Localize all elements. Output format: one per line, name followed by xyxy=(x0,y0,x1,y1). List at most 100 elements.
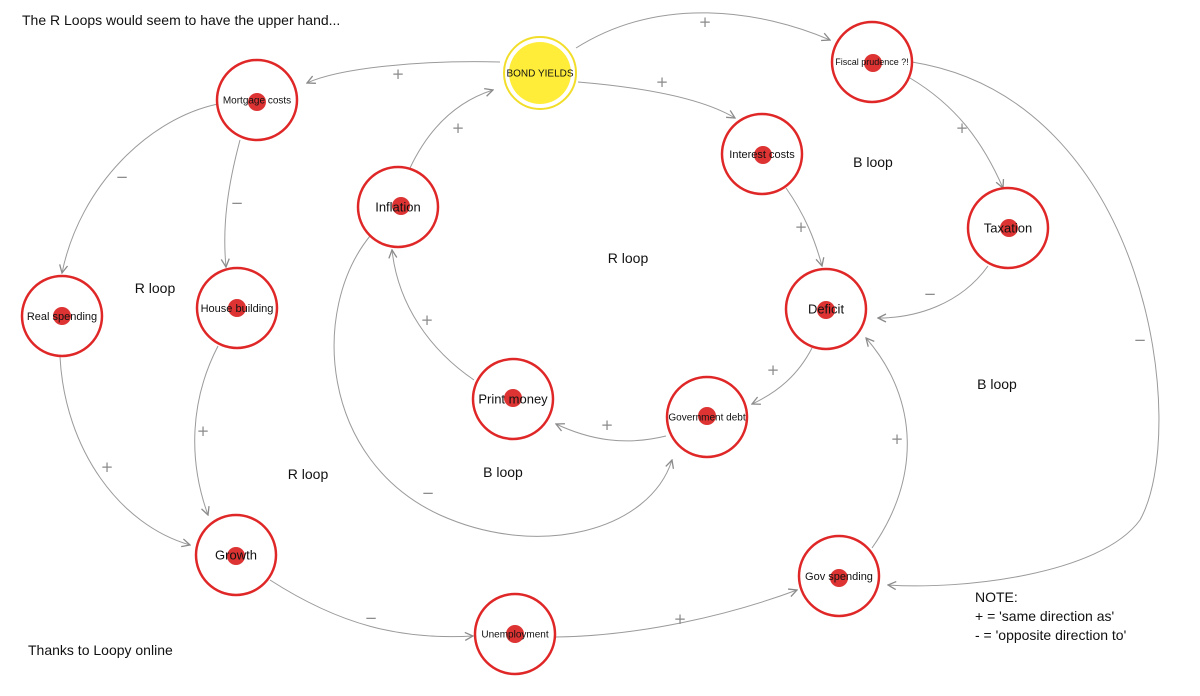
edge-unemp-to-gov: + xyxy=(555,590,797,638)
node-label: Growth xyxy=(215,548,257,563)
node-dot xyxy=(227,547,245,565)
note-minus-line: - = 'opposite direction to' xyxy=(975,627,1127,643)
edge-growth-to-unemp: − xyxy=(269,579,473,637)
node-gov[interactable]: Gov spending xyxy=(797,534,881,618)
loop-label-bottom: B loop xyxy=(483,464,523,480)
edge-sign: + xyxy=(891,430,904,448)
edge-mortgage-to-house: − xyxy=(225,139,244,267)
edge-line xyxy=(307,61,501,83)
node-deficit[interactable]: Deficit xyxy=(784,267,868,351)
node-inflation[interactable]: Inflation xyxy=(356,165,440,249)
edge-sign: + xyxy=(421,311,434,329)
node-bond[interactable]: BOND YIELDS xyxy=(503,36,577,110)
edge-line xyxy=(577,81,735,118)
node-dot xyxy=(392,197,410,215)
node-fiscal[interactable]: Fiscal prudence ?! xyxy=(830,20,914,104)
edge-sign: + xyxy=(795,218,808,236)
node-label: Print money xyxy=(478,392,548,407)
node-real[interactable]: Real spending xyxy=(20,274,104,358)
node-label: Interest costs xyxy=(729,149,795,161)
node-label: BOND YIELDS xyxy=(506,69,573,80)
edge-sign: − xyxy=(422,484,435,502)
node-unemp[interactable]: Unemployment xyxy=(473,592,557,676)
node-label: Real spending xyxy=(27,311,97,323)
node-interest[interactable]: Interest costs xyxy=(720,112,804,196)
loop-label-center: R loop xyxy=(608,250,649,266)
node-label: Unemployment xyxy=(481,630,548,641)
edge-line xyxy=(225,139,241,267)
edge-deficit-to-debt: + xyxy=(752,347,813,404)
note-heading: NOTE: xyxy=(975,589,1018,605)
edge-sign: − xyxy=(231,194,244,212)
edge-mortgage-to-real: − xyxy=(62,103,219,273)
node-debt[interactable]: Government debt xyxy=(665,375,749,459)
node-dot xyxy=(817,301,835,319)
edge-line xyxy=(575,12,830,49)
edge-sign: + xyxy=(601,416,614,434)
edge-bond-to-mortgage: + xyxy=(307,61,501,83)
node-fill xyxy=(509,42,571,104)
page-title: The R Loops would seem to have the upper… xyxy=(22,12,341,28)
edge-line xyxy=(555,590,797,638)
credit-text: Thanks to Loopy online xyxy=(28,642,173,658)
node-label: Fiscal prudence ?! xyxy=(835,57,909,67)
edge-interest-to-deficit: + xyxy=(785,187,822,266)
edge-line xyxy=(62,103,219,273)
edge-line xyxy=(59,356,190,545)
edge-real-to-growth: + xyxy=(59,356,190,545)
edge-sign: + xyxy=(656,73,669,91)
node-print[interactable]: Print money xyxy=(471,357,555,441)
node-label: Gov spending xyxy=(805,571,873,583)
node-taxation[interactable]: Taxation xyxy=(966,186,1050,270)
edge-sign: + xyxy=(452,119,465,137)
node-dot xyxy=(228,299,246,317)
edge-sign: + xyxy=(699,13,712,31)
edge-line xyxy=(785,187,822,266)
edge-gov-to-deficit: + xyxy=(866,338,908,549)
node-label: Taxation xyxy=(984,221,1032,236)
legend-note: NOTE: + = 'same direction as' - = 'oppos… xyxy=(975,588,1126,645)
edge-inflation-to-bond: + xyxy=(409,90,493,169)
edge-line xyxy=(269,579,473,637)
node-dot xyxy=(506,625,524,643)
edge-line xyxy=(409,90,493,169)
node-dot xyxy=(1000,219,1018,237)
edge-debt-to-print: + xyxy=(556,416,667,442)
edge-line xyxy=(878,265,989,318)
edge-line xyxy=(392,250,475,381)
edge-sign: + xyxy=(392,65,405,83)
edge-sign: + xyxy=(197,422,210,440)
edge-bond-to-fiscal: + xyxy=(575,12,830,49)
loop-label-left: R loop xyxy=(135,280,176,296)
node-label: Inflation xyxy=(375,200,421,215)
edge-sign: − xyxy=(116,168,129,186)
node-label: House building xyxy=(201,303,274,315)
edge-sign: + xyxy=(956,119,969,137)
edge-bond-to-interest: + xyxy=(577,73,735,118)
edge-sign: − xyxy=(924,285,937,303)
edge-sign: + xyxy=(767,361,780,379)
node-label: Government debt xyxy=(668,413,745,424)
edge-fiscal-to-taxation: + xyxy=(909,77,1003,188)
node-dot xyxy=(830,569,848,587)
node-growth[interactable]: Growth xyxy=(194,513,278,597)
edge-house-to-growth: + xyxy=(194,345,219,515)
node-mortgage[interactable]: Mortgage costs xyxy=(215,58,299,142)
edge-line xyxy=(333,235,672,537)
loop-label-right: B loop xyxy=(977,376,1017,392)
edge-line xyxy=(888,61,1160,586)
edge-line xyxy=(752,347,813,404)
node-house[interactable]: House building xyxy=(195,266,279,350)
loop-label-top-right: B loop xyxy=(853,154,893,170)
edge-line xyxy=(556,424,667,442)
node-label: Mortgage costs xyxy=(223,96,291,107)
node-dot xyxy=(754,146,772,164)
edge-print-to-inflation: + xyxy=(392,250,475,381)
edge-line xyxy=(866,338,908,549)
node-dot xyxy=(53,307,71,325)
edge-sign: − xyxy=(365,609,378,627)
edge-taxation-to-deficit: − xyxy=(878,265,989,318)
node-dot xyxy=(698,407,716,425)
loop-label-lower-left: R loop xyxy=(288,466,329,482)
